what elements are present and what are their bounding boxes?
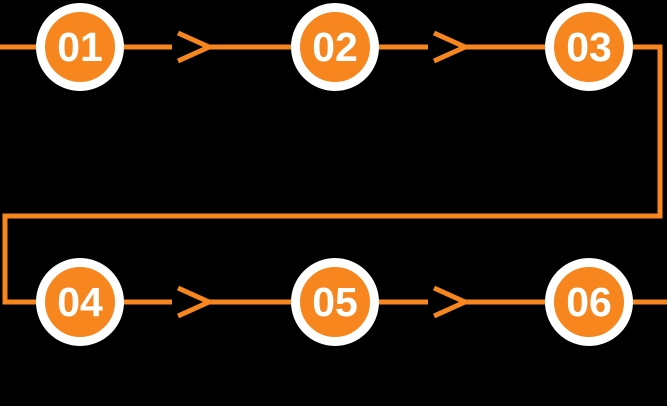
step-label: 01 bbox=[57, 23, 103, 70]
chevron-right-icon bbox=[432, 285, 472, 319]
chevron-right-icon bbox=[432, 30, 472, 64]
step-label: 03 bbox=[566, 23, 612, 70]
step-label: 04 bbox=[57, 278, 103, 325]
chevron-right-icon bbox=[176, 30, 216, 64]
step-node-02: 02 bbox=[291, 3, 379, 91]
step-node-03: 03 bbox=[545, 3, 633, 91]
step-label: 02 bbox=[312, 23, 358, 70]
step-node-01: 01 bbox=[36, 3, 124, 91]
step-label: 06 bbox=[566, 278, 612, 325]
step-node-06: 06 bbox=[545, 258, 633, 346]
step-node-04: 04 bbox=[36, 258, 124, 346]
chevron-right-icon bbox=[176, 285, 216, 319]
step-node-05: 05 bbox=[291, 258, 379, 346]
step-label: 05 bbox=[312, 278, 358, 325]
